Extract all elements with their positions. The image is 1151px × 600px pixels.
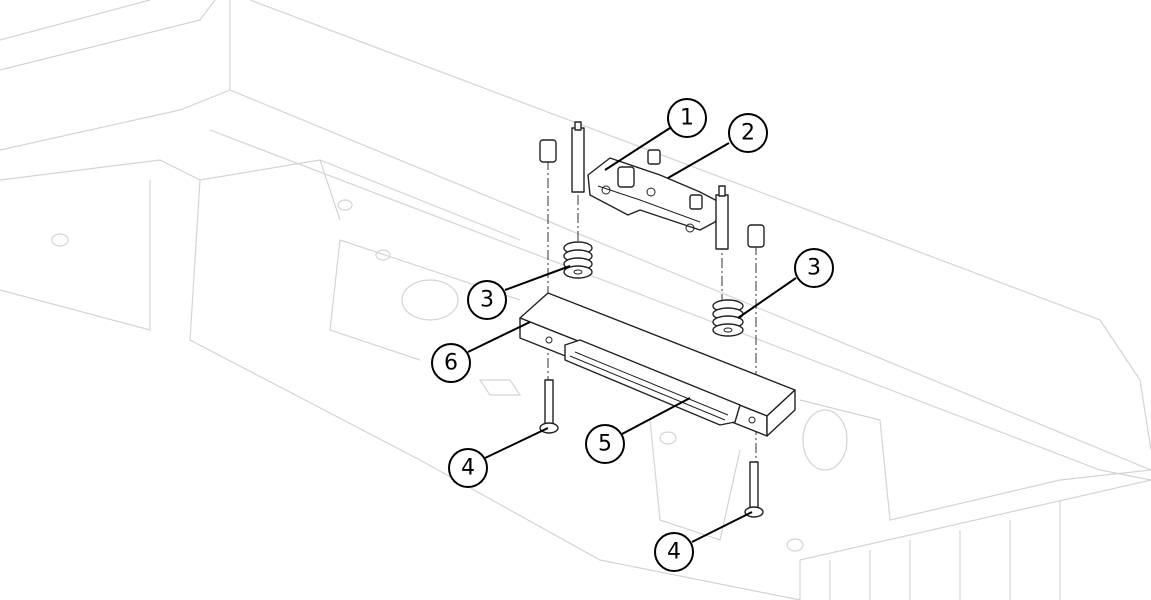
callout-4-right: 4 (654, 532, 694, 572)
callout-label: 3 (807, 256, 821, 281)
nuts (539, 139, 765, 248)
callout-label: 4 (667, 540, 681, 565)
callout-2: 2 (728, 113, 768, 153)
callout-label: 4 (461, 456, 475, 481)
callout-4-left: 4 (448, 448, 488, 488)
callout-3-left: 3 (467, 280, 507, 320)
callout-label: 2 (741, 121, 755, 146)
part-1-pins (571, 121, 729, 250)
callout-label: 5 (598, 432, 612, 457)
callout-label: 6 (444, 351, 458, 376)
leader-lines (467, 127, 797, 543)
part-2-bracket (587, 149, 726, 233)
callout-label: 1 (680, 106, 694, 131)
part-5-connector (564, 339, 741, 426)
callout-label: 3 (480, 288, 494, 313)
callout-6: 6 (431, 343, 471, 383)
callout-5: 5 (585, 424, 625, 464)
part-3-springs (563, 241, 744, 337)
callout-1: 1 (667, 98, 707, 138)
callout-3-right: 3 (794, 248, 834, 288)
